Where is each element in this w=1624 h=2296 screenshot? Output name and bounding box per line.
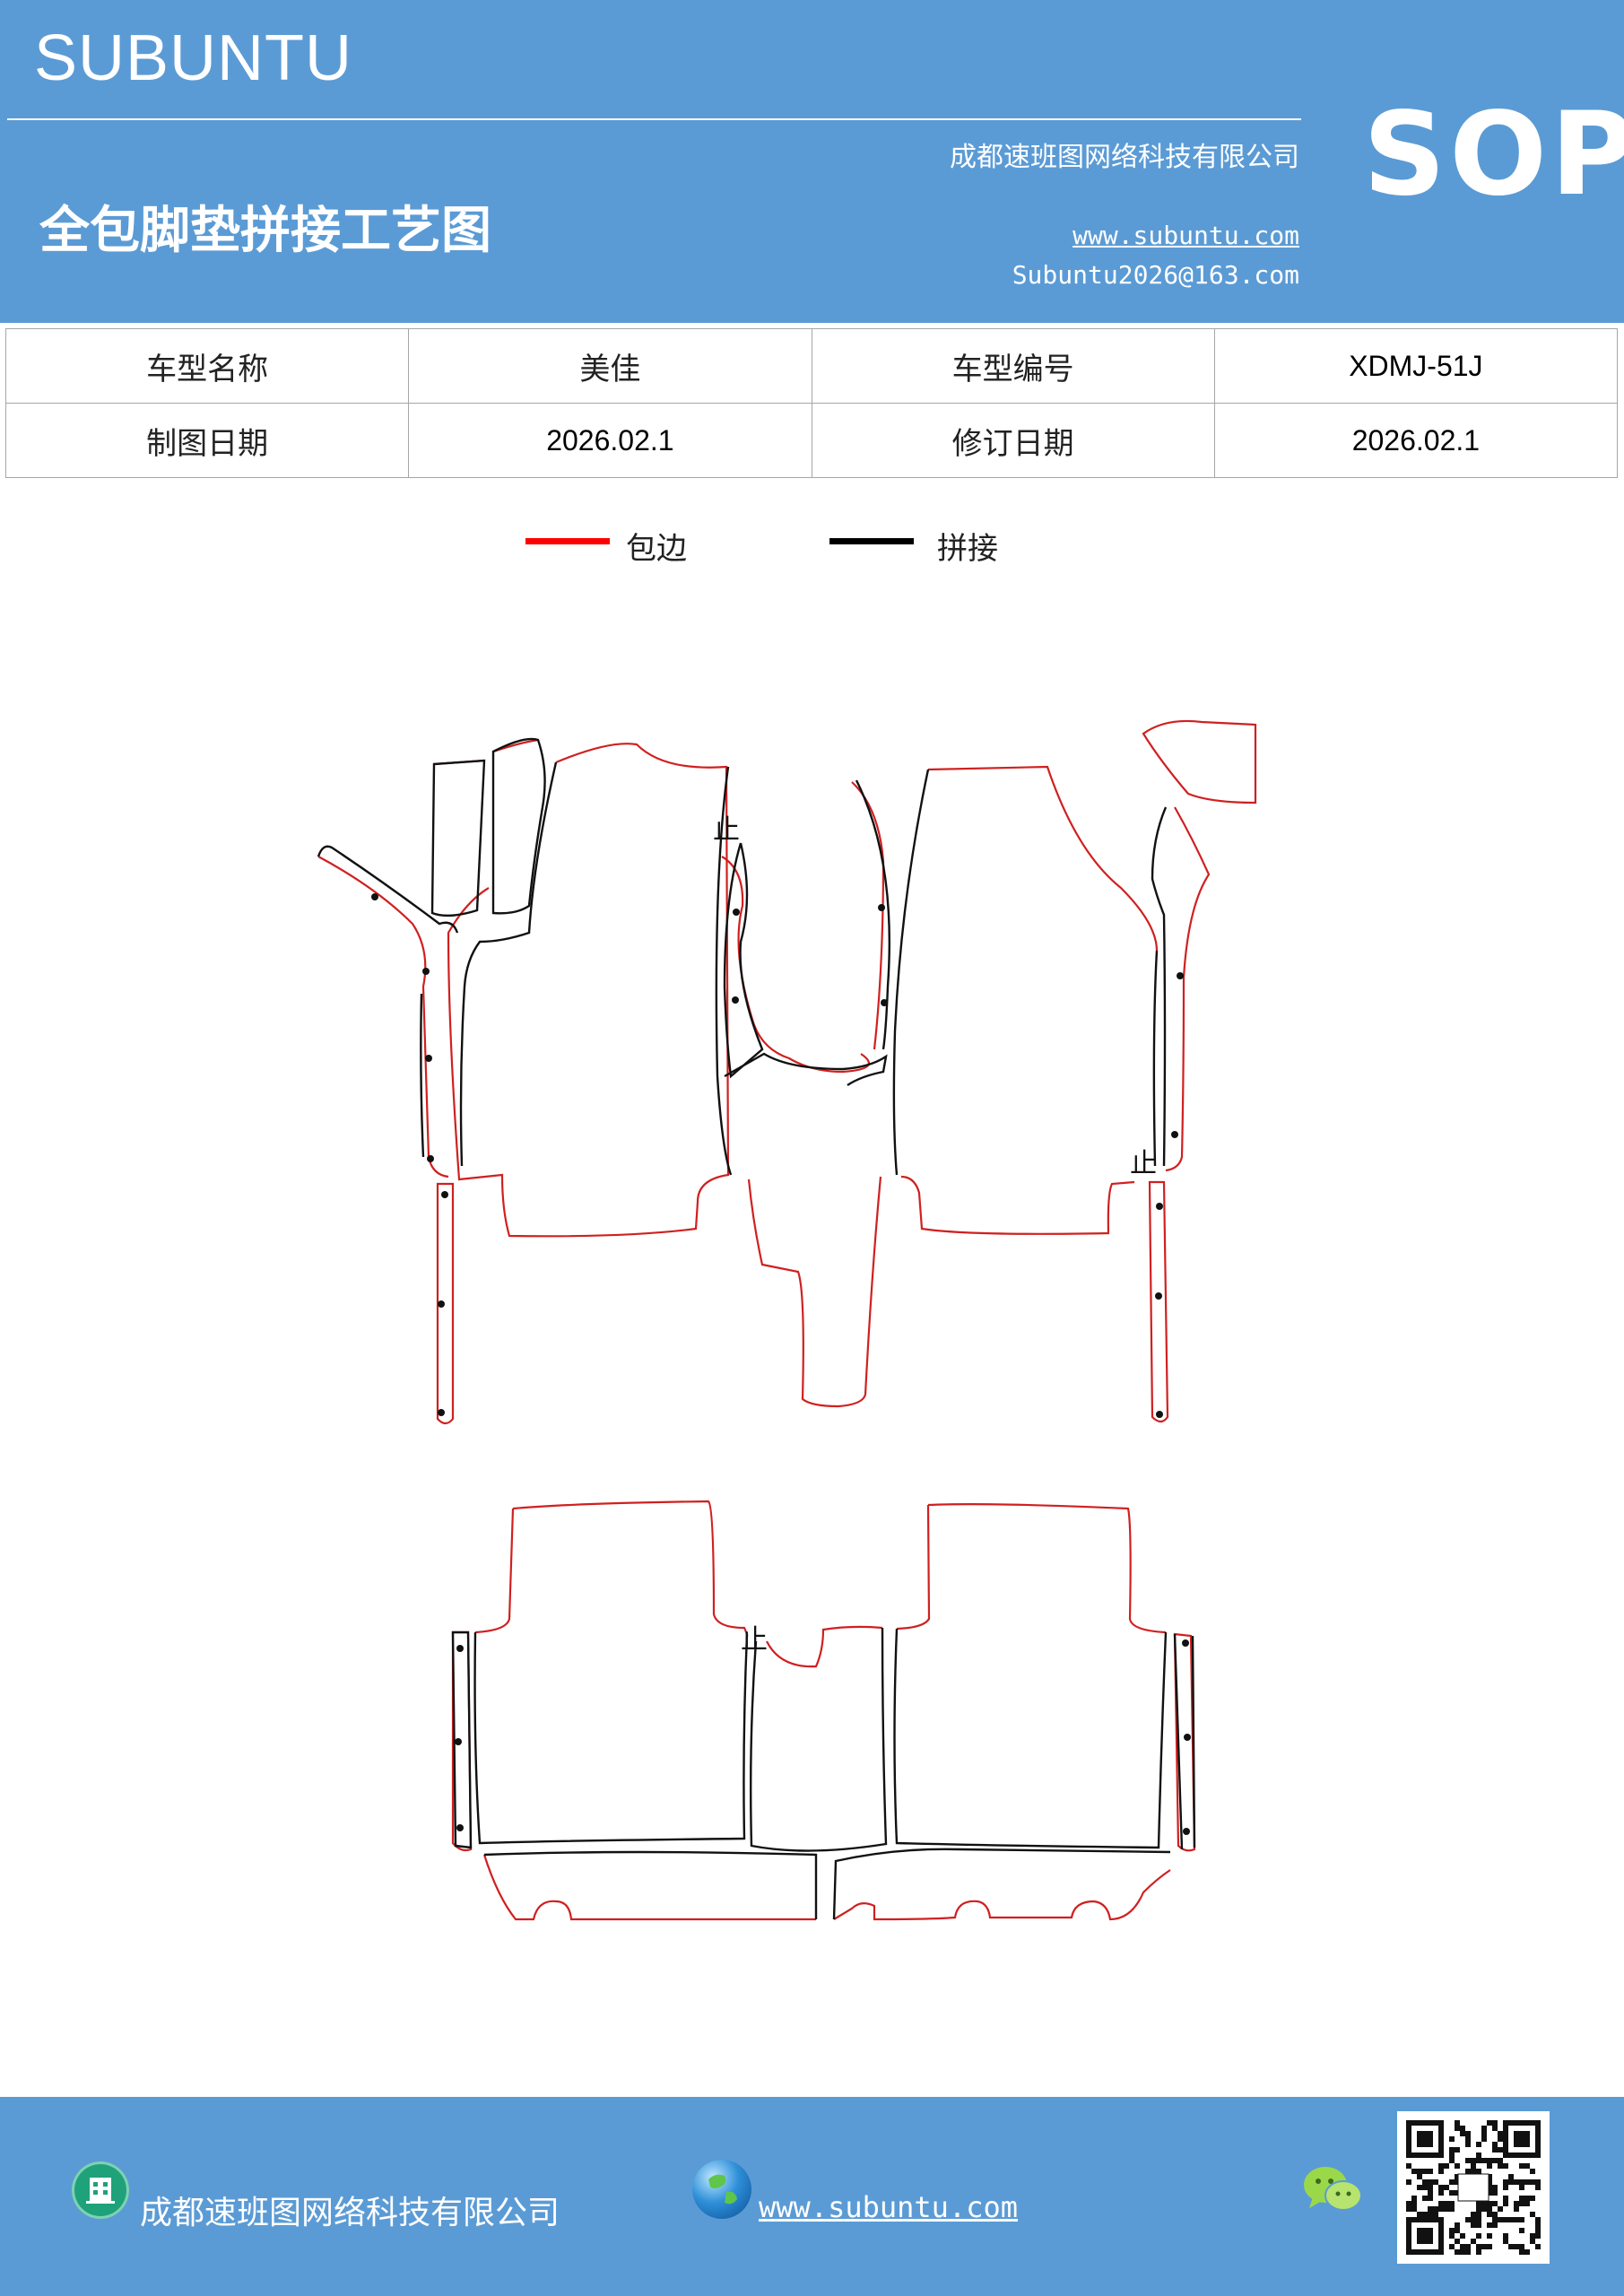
draw-date-value: 2026.02.1 (408, 403, 812, 478)
join-front-right-strip (1151, 806, 1168, 1167)
stop-marker-front-left: 止 (713, 814, 740, 846)
header-company: 成都速班图网络科技有限公司 (950, 142, 1299, 173)
header-divider (7, 118, 1301, 120)
edge-rear-bottom-left (482, 1854, 816, 1921)
header-email: Subuntu2026@163.com (1012, 260, 1299, 290)
join-left-strip-1 (430, 759, 486, 918)
building-icon (72, 2161, 129, 2219)
table-row: 制图日期 2026.02.1 修订日期 2026.02.1 (4, 403, 1619, 478)
info-table: 车型名称 美佳 车型编号 XDMJ-51J 制图日期 2026.02.1 修订日… (4, 328, 1619, 478)
join-tunnel-left-inner (723, 842, 764, 1079)
rivet-dots (371, 893, 1191, 1835)
join-left-side-seam (420, 993, 425, 1158)
edge-rear-right-sill (1173, 1632, 1196, 1852)
edge-front-left-strips (433, 738, 539, 766)
legend-join-swatch (829, 538, 914, 544)
join-rear-center (749, 1627, 888, 1852)
qr-code[interactable] (1397, 2111, 1550, 2264)
model-code-value: XDMJ-51J (1213, 328, 1619, 404)
edge-tunnel-right (851, 781, 885, 1050)
revise-date-value: 2026.02.1 (1213, 403, 1619, 478)
stop-marker-front-right: 止 (1130, 1148, 1157, 1179)
footer-banner: 成都速班图网络科技有限公司 www.subuntu.com (0, 2097, 1624, 2296)
legend-join-label: 拼接 (937, 531, 998, 567)
edge-rear-bottom-right (833, 1869, 1171, 1921)
edge-tunnel-top (721, 856, 871, 1074)
edge-front-right-sill (1148, 1180, 1169, 1423)
edge-rear-center (766, 1625, 883, 1668)
join-front-right-side (1152, 950, 1159, 1167)
join-rear-right (893, 1628, 1168, 1849)
join-left-mat-seam (459, 761, 558, 1167)
edge-rear-left-top (512, 1500, 749, 1635)
legend-edge-label: 包边 (626, 531, 687, 567)
page-title: 全包脚垫拼接工艺图 (39, 201, 491, 260)
revise-date-label: 修订日期 (811, 403, 1215, 478)
join-rear-bottom (483, 1848, 1171, 1920)
legend-edge-swatch (525, 538, 610, 544)
edge-rear-left-sill (451, 1631, 473, 1852)
edge-rear-left-side (474, 1508, 515, 1634)
edge-rear-right-top (927, 1503, 1167, 1634)
sop-badge: SOP (1363, 88, 1624, 222)
join-tunnel-left (715, 766, 733, 1176)
wechat-icon (1302, 2163, 1365, 2217)
edge-outlines (317, 719, 1257, 1921)
join-rear-right-strip (1173, 1633, 1196, 1850)
stop-marker-rear: 止 (741, 1624, 768, 1656)
join-left-strip-2 (491, 737, 546, 915)
join-rear-left (473, 1631, 749, 1845)
edge-front-right-flap (1142, 719, 1257, 804)
edge-tunnel-bottom (747, 1176, 882, 1408)
join-tunnel-cross (724, 1052, 888, 1087)
draw-date-label: 制图日期 (4, 403, 410, 478)
footer-website-link[interactable]: www.subuntu.com (759, 2190, 1018, 2224)
header-website-link[interactable]: www.subuntu.com (1073, 221, 1299, 250)
globe-icon (692, 2160, 751, 2219)
model-name-value: 美佳 (408, 328, 812, 404)
table-row: 车型名称 美佳 车型编号 XDMJ-51J (4, 328, 1619, 404)
join-tunnel-right (855, 779, 891, 1050)
join-rear-left-strip (451, 1631, 473, 1849)
edge-front-right-side (1165, 806, 1211, 1172)
brand-name: SUBUNTU (34, 22, 353, 94)
join-outlines (317, 737, 1196, 1920)
model-name-label: 车型名称 (4, 328, 410, 404)
header-banner: SUBUNTU 成都速班图网络科技有限公司 全包脚垫拼接工艺图 www.subu… (0, 0, 1624, 323)
join-front-right-seam (892, 769, 930, 1176)
edge-rear-right-side (896, 1504, 931, 1631)
footer-company: 成都速班图网络科技有限公司 (140, 2195, 560, 2231)
edge-front-left-sill (436, 1182, 455, 1425)
edge-front-left-side (317, 856, 449, 1178)
model-code-label: 车型编号 (811, 328, 1215, 404)
join-left-arm (317, 845, 459, 934)
edge-front-left-mat (447, 743, 730, 1238)
edge-front-right-mat (900, 765, 1159, 1235)
